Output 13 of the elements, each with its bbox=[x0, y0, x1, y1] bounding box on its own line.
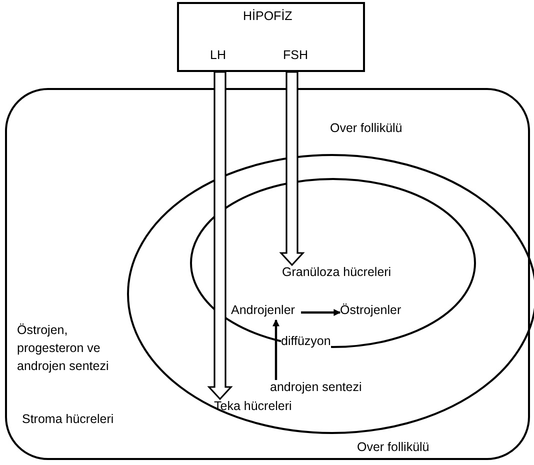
process-label: androjen sentezi bbox=[268, 380, 390, 397]
cell-label: Teka hücreleri bbox=[212, 399, 316, 416]
hormone-label: FSH bbox=[281, 46, 311, 72]
hormone-label: LH bbox=[208, 46, 232, 72]
region-label: Over follikülü bbox=[357, 440, 430, 455]
gland-title: HİPOFİZ bbox=[243, 9, 292, 24]
note-text: Östrojen, progesteron ve androjen sentezi bbox=[17, 322, 110, 376]
region-label: Over follikülü bbox=[330, 121, 402, 136]
cell-label: Granüloza hücreleri bbox=[280, 265, 420, 282]
hormone-label: Androjenler bbox=[229, 303, 297, 320]
region-label: Stroma hücreleri bbox=[22, 412, 114, 427]
hormone-label: Östrojenler bbox=[339, 303, 421, 320]
edge-label: diffüzyon bbox=[281, 334, 331, 349]
